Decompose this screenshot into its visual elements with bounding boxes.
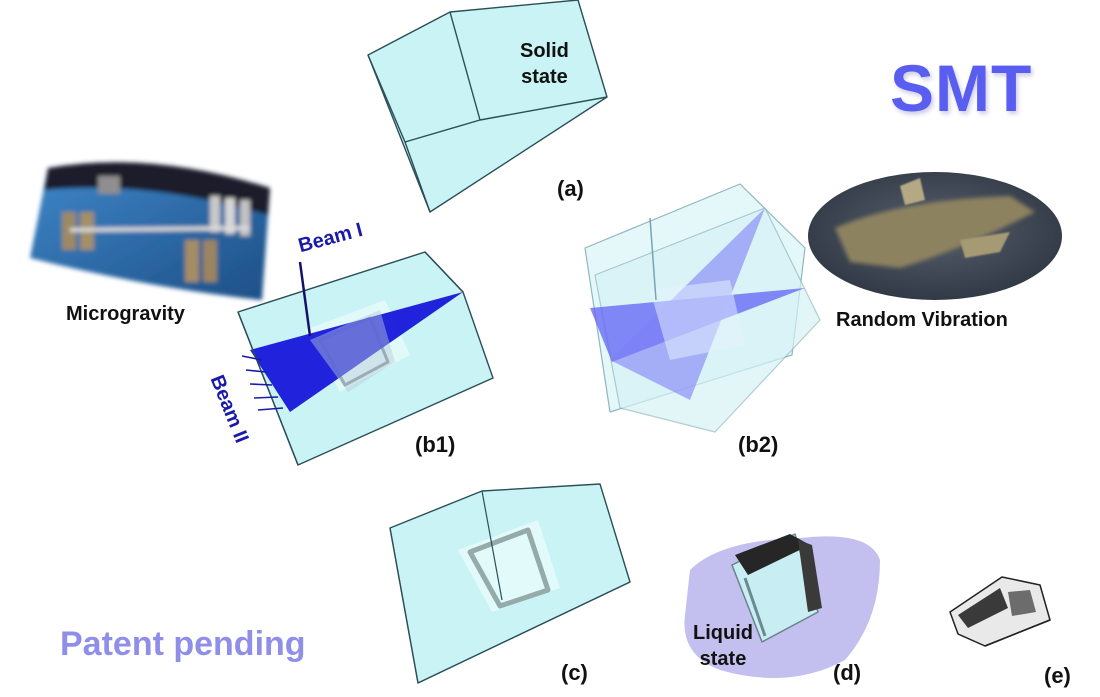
liquid-state-label: Liquid state (693, 622, 753, 670)
box-beam-plane-b1 (237, 251, 494, 466)
solidified-crystal-e (949, 576, 1051, 647)
panel-label-b2: (b2) (738, 432, 779, 457)
random-vibration-label: Random Vibration (836, 309, 1008, 331)
box-crystal-c (389, 483, 631, 684)
panel-label-a: (a) (557, 176, 584, 201)
panel-label-e: (e) (1044, 663, 1071, 688)
solid-state-box (367, 0, 608, 213)
ocean-ship-photo (808, 172, 1062, 300)
patent-pending-text: Patent pending (60, 625, 306, 663)
box-beam-plane-b2 (584, 183, 821, 433)
microgravity-label: Microgravity (66, 303, 185, 325)
panel-label-c: (c) (561, 660, 588, 685)
liquid-state-crystal-d (684, 533, 880, 678)
solid-state-label: Solid state (520, 40, 569, 88)
panel-label-d: (d) (833, 660, 862, 685)
smt-title: SMT (890, 51, 1033, 125)
panel-label-b1: (b1) (415, 432, 456, 457)
space-station-photo (30, 162, 270, 300)
